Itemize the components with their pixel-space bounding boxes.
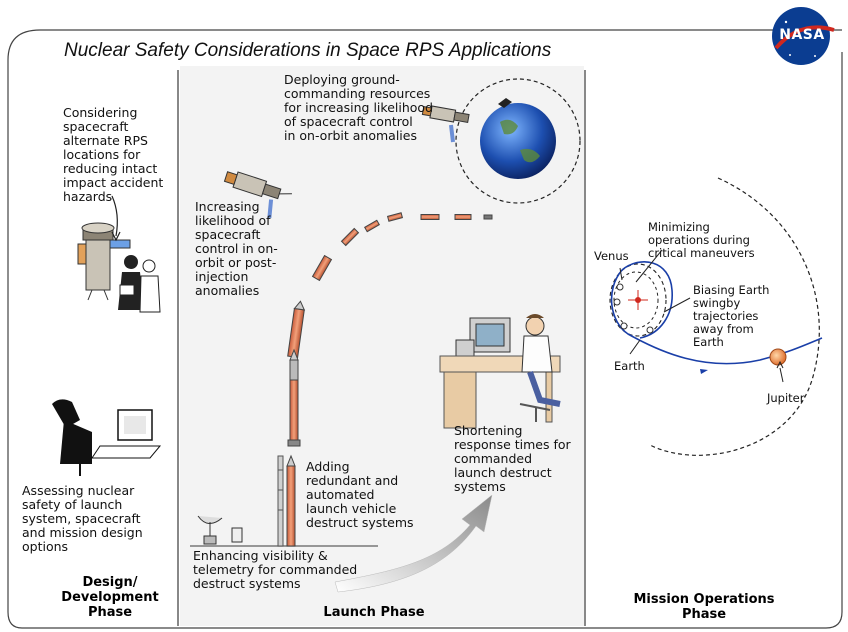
launch-controller-illustration xyxy=(439,314,561,429)
note-spacecraft-control: Increasing likelihood of spacecraft cont… xyxy=(195,199,278,298)
phase-label-launch: Launch Phase xyxy=(323,605,425,620)
outer-dashed-orbit xyxy=(649,177,820,456)
jupiter-planet xyxy=(769,348,787,366)
label-jupiter: Jupiter xyxy=(767,391,805,405)
note-earth-swingby: Biasing Earth swingby trajectories away … xyxy=(693,283,770,349)
note-assessing-safety: Assessing nuclear safety of launch syste… xyxy=(22,483,143,554)
rocket-on-pad-illustration xyxy=(277,348,301,547)
note-critical-maneuvers: Minimizing operations during critical ma… xyxy=(648,220,755,260)
engineers-illustration xyxy=(118,255,161,313)
venus-orbit xyxy=(613,271,659,329)
spacecraft-launch-illustration xyxy=(223,171,292,219)
label-venus: Venus xyxy=(594,249,629,263)
rocket-trajectory xyxy=(287,212,493,359)
page-title: Nuclear Safety Considerations in Space R… xyxy=(64,40,552,61)
earth-orbit xyxy=(609,263,667,337)
note-rps-locations: Considering spacecraft alternate RPS loc… xyxy=(63,105,164,204)
analyst-at-computer-illustration xyxy=(52,399,162,476)
label-earth: Earth xyxy=(614,359,645,373)
gray-curved-arrow xyxy=(334,494,493,593)
spacecraft-trajectory xyxy=(610,269,823,365)
note-visibility-telemetry: Enhancing visibility & telemetry for com… xyxy=(193,548,358,591)
note-ground-commanding: Deploying ground- commanding resources f… xyxy=(284,72,433,143)
note-destruct-systems: Adding redundant and automated launch ve… xyxy=(306,459,414,530)
ground-antenna-illustration xyxy=(197,515,243,545)
nasa-logo-text: NASA xyxy=(779,27,825,43)
nasa-logo xyxy=(772,7,835,65)
orbit-diagram xyxy=(609,177,823,456)
spacecraft-rps-illustration xyxy=(77,195,131,301)
earth-orbit-illustration xyxy=(421,78,581,204)
phase-label-design: Design/ Development Phase xyxy=(61,575,159,620)
phase-label-mission: Mission Operations Phase xyxy=(633,592,775,622)
note-response-times: Shortening response times for commanded … xyxy=(454,423,571,494)
outer-frame xyxy=(7,29,843,629)
